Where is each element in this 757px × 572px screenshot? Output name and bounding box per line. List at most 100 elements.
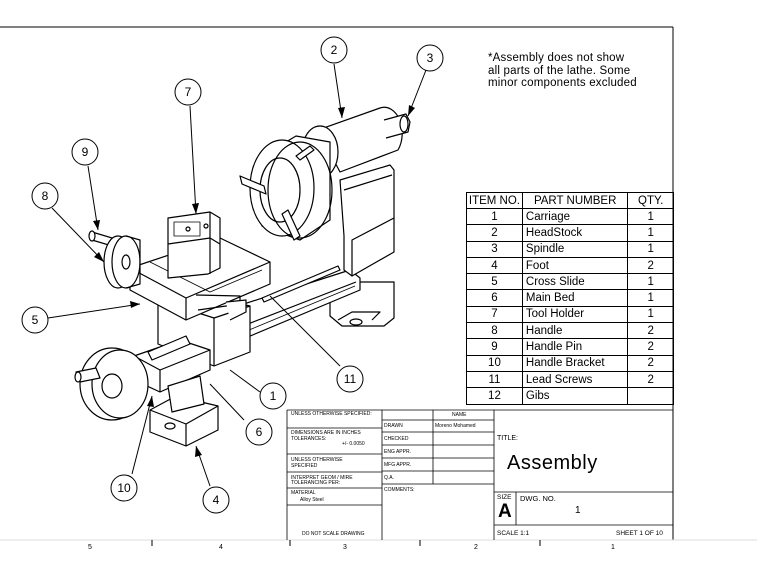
balloon-5: 5 [21,306,49,334]
drawn-name: Moreno Mohamed [435,423,476,429]
comments-label: COMMENTS: [384,487,415,493]
qty: 1 [627,224,674,242]
qty: 1 [627,289,674,307]
name-header: NAME [452,412,467,418]
sheet-label: SHEET 1 OF 10 [616,530,663,537]
svg-text:8: 8 [42,189,49,203]
svg-text:5: 5 [32,313,39,327]
balloon-6: 6 [245,418,273,446]
svg-text:1: 1 [270,389,277,403]
unless-otherwise-label: UNLESS OTHERWISE [291,457,343,463]
note-line: *Assembly does not show [488,52,625,64]
balloon-8: 8 [31,182,59,210]
part-number: Lead Screws [521,370,629,389]
part-number: Handle [521,322,629,340]
balloon-11: 11 [336,365,364,393]
title-block-lines [286,409,673,540]
part-number: Carriage [521,207,629,226]
drawn-label: DRAWN [384,423,403,429]
title-label: TITLE: [497,435,519,442]
part-number: Handle Bracket [521,354,629,372]
lead-screw [261,265,341,303]
scale-label: SCALE 1:1 [497,530,530,537]
item-no: 10 [466,354,523,372]
svg-text:7: 7 [185,85,192,99]
mfg-appr-label: MFG APPR. [384,462,412,468]
interpret-label: INTERPRET GEOM / MIRE [291,475,353,481]
material-label: MATERIAL [291,490,316,496]
header-qty: QTY. [627,192,674,209]
part-number: Tool Holder [521,305,629,324]
balloon-4: 4 [202,486,230,514]
item-no: 2 [466,224,523,242]
tolerance-value: +/- 0.0050 [342,441,365,447]
qty: 1 [627,305,674,324]
item-no: 3 [466,240,523,258]
qty: 2 [627,370,674,389]
svg-text:4: 4 [213,493,220,507]
qty: 2 [627,338,674,356]
part-number: Handle Pin [521,338,629,356]
header-item-no: ITEM NO. [466,192,523,209]
tolerancing-per-label: TOLERANCING PER: [291,480,341,486]
item-balloons: 2 3 7 9 8 5 1 11 6 10 4 [21,36,444,514]
part-number: Gibs [521,387,629,405]
size-value: A [498,501,512,522]
part-number: Cross Slide [521,273,629,291]
qty: 1 [627,207,674,226]
qty: 1 [627,240,674,258]
part-number: Main Bed [521,289,629,307]
tolerances-label: TOLERANCES: [291,436,327,442]
balloon-2: 2 [320,36,348,64]
svg-text:6: 6 [256,425,263,439]
qty: 2 [627,354,674,372]
unless-specified-label: UNLESS OTHERWISE SPECIFIED: [291,411,372,417]
svg-text:9: 9 [82,145,89,159]
leader-lines [47,63,427,487]
eng-appr-label: ENG APPR. [384,449,411,455]
note-line: minor components excluded [488,77,637,89]
part-number: HeadStock [521,224,629,242]
balloon-7: 7 [174,78,202,106]
material-value: Alloy Steel [300,497,324,503]
specified-label: SPECIFIED [291,463,318,469]
svg-text:2: 2 [331,43,338,57]
item-no: 4 [466,256,523,275]
size-label: SIZE [497,494,512,501]
zone-label: 3 [343,544,347,551]
part-number: Foot [521,256,629,275]
zone-label: 4 [219,544,223,551]
drawing-title: Assembly [507,452,598,474]
qty [627,387,674,405]
lathe-drawing [74,106,411,447]
qty: 2 [627,256,674,275]
part-number: Spindle [521,240,629,258]
dwg-no-value: 1 [575,505,581,516]
item-no: 6 [466,289,523,307]
header-part-number: PART NUMBER [521,192,629,209]
note-line: all parts of the lathe. Some [488,64,631,77]
svg-text:3: 3 [427,51,434,65]
zone-label: 1 [611,544,615,551]
item-no: 11 [466,370,523,389]
balloon-10: 10 [110,474,138,502]
assembly-note: *Assembly does not show all parts of the… [488,52,678,90]
qa-label: Q.A. [384,475,395,481]
svg-text:10: 10 [117,481,131,495]
qty: 1 [627,273,674,291]
item-no: 1 [466,207,523,226]
qty: 2 [627,322,674,340]
